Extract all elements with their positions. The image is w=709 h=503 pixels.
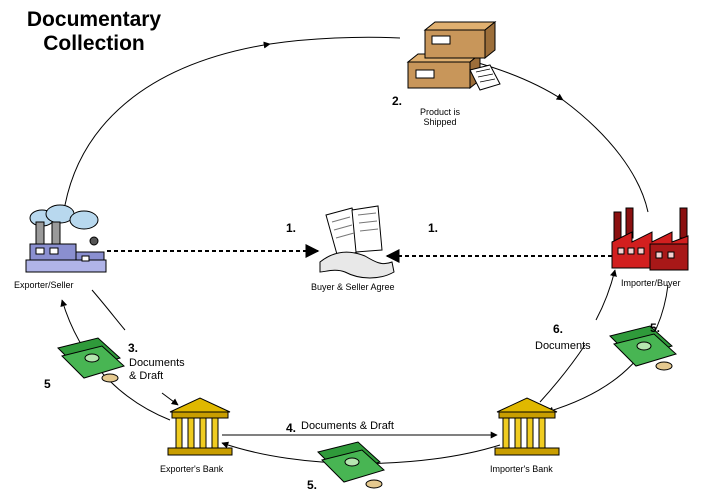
importer-label: Importer/Buyer bbox=[621, 278, 681, 288]
diagram-title: Documentary Collection bbox=[14, 8, 174, 56]
money-stack-icon-right bbox=[609, 325, 677, 371]
title-line-1: Documentary bbox=[26, 8, 162, 31]
product-shipped-label: Product is Shipped bbox=[410, 107, 470, 128]
importers-bank-label: Importer's Bank bbox=[490, 464, 553, 474]
step-3-line-2: & Draft bbox=[129, 369, 164, 382]
cycle-arrow-to-importer-1 bbox=[474, 61, 564, 101]
money-stack-icon-bottom bbox=[317, 441, 385, 489]
exporters-bank-icon bbox=[167, 397, 233, 456]
step-4-number: 4. bbox=[286, 421, 297, 435]
product-shipped-line-2: Shipped bbox=[423, 117, 457, 128]
exporter-label: Exporter/Seller bbox=[14, 280, 74, 290]
step-3-label: Documents & Draft bbox=[129, 357, 185, 382]
cycle-arrow-exporter-to-top bbox=[64, 41, 271, 206]
step-3-line-1: Documents bbox=[129, 357, 185, 369]
step-5-left-number: 5 bbox=[44, 377, 51, 391]
cycle-arrow-to-importer-2 bbox=[562, 99, 649, 213]
arrow-docs-to-importer-2 bbox=[595, 269, 617, 321]
step-2-number: 2. bbox=[392, 94, 403, 108]
step-6-number: 6. bbox=[553, 322, 564, 336]
step-1-right-number: 1. bbox=[428, 221, 439, 235]
importer-factory-icon bbox=[611, 207, 689, 271]
step-6-label: Documents bbox=[535, 340, 591, 352]
agreement-label: Buyer & Seller Agree bbox=[311, 282, 395, 292]
step-3-number: 3. bbox=[128, 341, 139, 355]
cycle-arrow-top bbox=[269, 36, 401, 45]
title-line-2: Collection bbox=[43, 32, 145, 56]
step-5-bottom-number: 5. bbox=[307, 478, 318, 492]
exporters-bank-label: Exporter's Bank bbox=[160, 464, 224, 474]
arrow-exporter-to-bank bbox=[91, 289, 126, 331]
importers-bank-icon bbox=[494, 397, 560, 456]
shipping-boxes-icon bbox=[406, 20, 501, 91]
handshake-agreement-icon bbox=[319, 205, 395, 279]
step-5-right-number: 5. bbox=[650, 321, 661, 335]
step-4-label: Documents & Draft bbox=[301, 420, 394, 432]
step-1-left-number: 1. bbox=[286, 221, 297, 235]
exporter-factory-icon bbox=[25, 204, 107, 273]
money-stack-icon-left bbox=[57, 337, 125, 383]
arrow-importer-to-bank bbox=[546, 284, 669, 414]
product-shipped-line-1: Product is bbox=[419, 107, 461, 117]
arrow-docs-to-exporters-bank bbox=[161, 392, 179, 406]
arrow-docs-to-importer bbox=[539, 344, 586, 403]
